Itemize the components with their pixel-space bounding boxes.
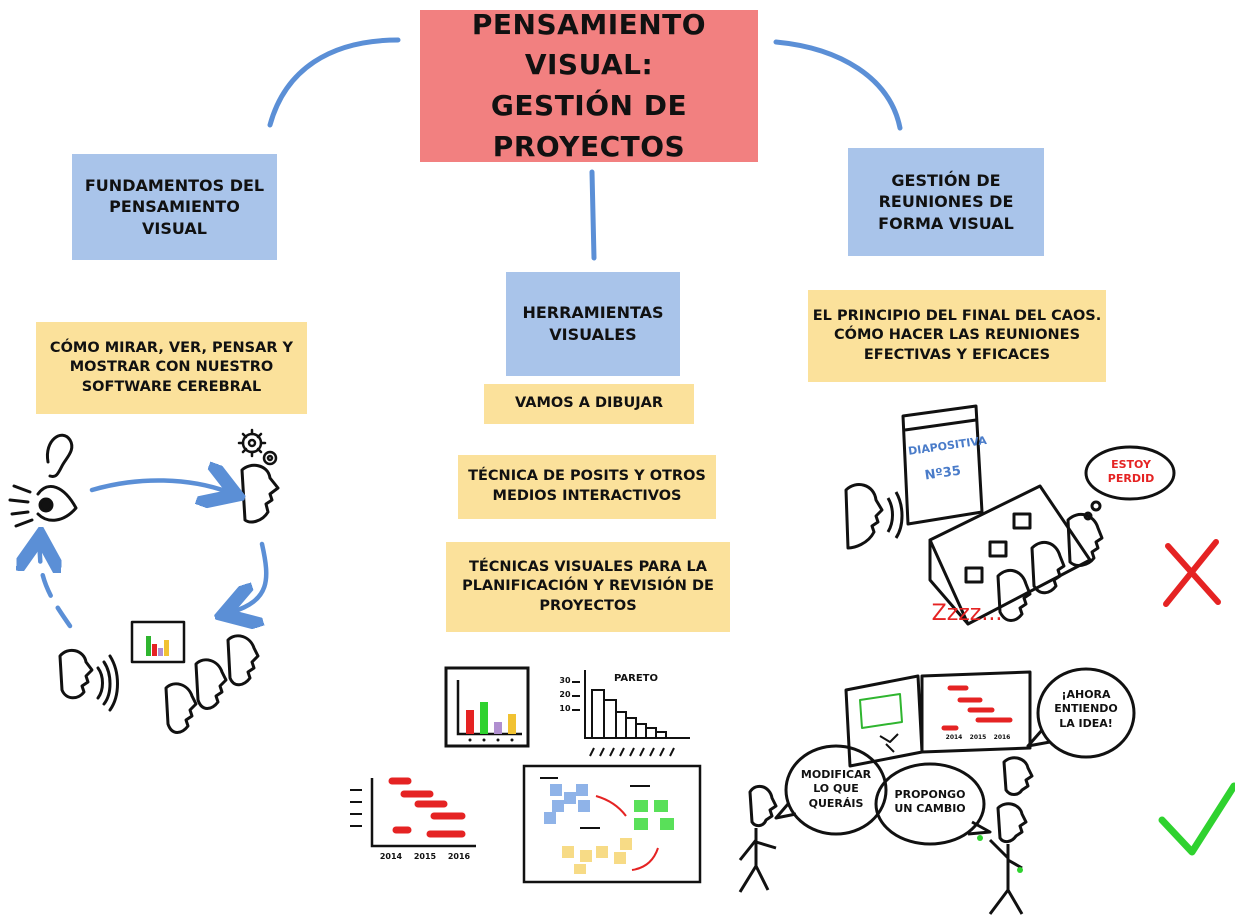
topic-planning-text: TÉCNICAS VISUALES PARA LA PLANIFICACIÓN … — [462, 558, 714, 614]
cycle-arrows — [40, 480, 269, 626]
speaker-head — [844, 483, 884, 550]
speaker-stick-head — [748, 784, 778, 828]
boring-meeting-sketch — [844, 404, 1176, 626]
mini-chart-board — [130, 620, 186, 664]
pareto-tick-20: 20 — [559, 690, 571, 699]
mini-chart-bars — [146, 636, 169, 656]
heading-meetings: GESTIÓN DE REUNIONES DE FORMA VISUAL — [848, 148, 1044, 256]
listener-head-3 — [996, 568, 1032, 622]
gears-icon — [237, 428, 278, 466]
good-meeting-sketch — [738, 667, 1136, 915]
thought-bubble-lost — [1084, 445, 1176, 501]
heading-fundamentals: FUNDAMENTOS DEL PENSAMIENTO VISUAL — [72, 154, 277, 260]
screen-left — [844, 674, 924, 768]
topic-planning: TÉCNICAS VISUALES PARA LA PLANIFICACIÓN … — [446, 542, 730, 632]
audience-head-3 — [164, 682, 198, 734]
topic-look-see-think-text: CÓMO MIRAR, VER, PENSAR Y MOSTRAR CON NU… — [49, 339, 294, 395]
thinker-head — [240, 463, 280, 524]
screen-year-2: 2015 — [969, 734, 987, 741]
heading-fundamentals-text: FUNDAMENTOS DEL PENSAMIENTO VISUAL — [84, 175, 265, 238]
perception-cycle-sketch — [8, 428, 280, 734]
listener-head-2 — [1030, 540, 1066, 595]
heading-meetings-text: GESTIÓN DE REUNIONES DE FORMA VISUAL — [878, 170, 1014, 233]
lost-bubble-text: ESTOY PERDID — [1107, 458, 1155, 486]
slide-screen — [901, 404, 984, 526]
speech-bubble-propose — [874, 762, 986, 846]
speech-bubble-understand — [1036, 667, 1136, 759]
snore-label: Zzzz... — [931, 601, 1003, 626]
screen-year-3: 2016 — [993, 734, 1011, 741]
topic-look-see-think: CÓMO MIRAR, VER, PENSAR Y MOSTRAR CON NU… — [36, 322, 307, 414]
topic-lets-draw-text: VAMOS A DIBUJAR — [514, 395, 664, 412]
modify-bubble-text: MODIFICAR LO QUE QUERÁIS — [800, 768, 872, 810]
main-title-text: PENSAMIENTO VISUAL: GESTIÓN DE PROYECTOS — [471, 7, 707, 163]
good-meeting-colors — [941, 685, 1023, 873]
team-head-2 — [996, 802, 1028, 844]
understand-bubble-text: ¡AHORA ENTIENDO LA IDEA! — [1054, 688, 1118, 730]
ear-icon — [45, 433, 74, 478]
topic-end-of-chaos-text: EL PRINCIPIO DEL FINAL DEL CAOS. CÓMO HA… — [812, 307, 1102, 363]
main-title: PENSAMIENTO VISUAL: GESTIÓN DE PROYECTOS — [420, 8, 758, 163]
team-head-1 — [1002, 756, 1034, 796]
pareto-sketch — [572, 670, 690, 757]
gantt-year-1: 2014 — [379, 852, 403, 861]
propose-bubble-text: PROPONGO UN CAMBIO — [894, 788, 966, 816]
screen-right — [920, 670, 1032, 754]
kanban-board-sketch — [522, 764, 702, 884]
bar-chart-sketch — [444, 666, 530, 748]
connector-center — [589, 169, 597, 261]
check-mark-icon — [1158, 782, 1235, 856]
gantt-year-2: 2015 — [413, 852, 437, 861]
connector-right — [773, 39, 903, 131]
pareto-tick-10: 10 — [559, 704, 571, 713]
cross-mark-icon — [1163, 539, 1221, 607]
connectors — [267, 37, 903, 261]
audience-head-1 — [226, 634, 260, 687]
gantt-year-3: 2016 — [447, 852, 471, 861]
eye-icon — [8, 484, 78, 528]
screen-year-1: 2014 — [945, 734, 963, 741]
listener-head-1 — [1066, 512, 1104, 567]
meeting-table — [928, 484, 1092, 626]
topic-posits: TÉCNICA DE POSITS Y OTROS MEDIOS INTERAC… — [458, 455, 716, 519]
gantt-sketch — [350, 777, 476, 848]
topic-end-of-chaos: EL PRINCIPIO DEL FINAL DEL CAOS. CÓMO HA… — [808, 290, 1106, 382]
heading-visual-tools-text: HERRAMIENTAS VISUALES — [522, 303, 664, 344]
connector-left — [267, 37, 401, 128]
speech-bubble-modify — [784, 744, 888, 836]
audience-head-2 — [194, 658, 228, 710]
pareto-tick-30: 30 — [559, 676, 571, 685]
topic-posits-text: TÉCNICA DE POSITS Y OTROS MEDIOS INTERAC… — [468, 468, 706, 504]
presenter-head — [58, 648, 94, 700]
heading-visual-tools: HERRAMIENTAS VISUALES — [506, 272, 680, 376]
pareto-title-label: PARETO — [613, 673, 658, 684]
topic-lets-draw: VAMOS A DIBUJAR — [484, 384, 694, 424]
